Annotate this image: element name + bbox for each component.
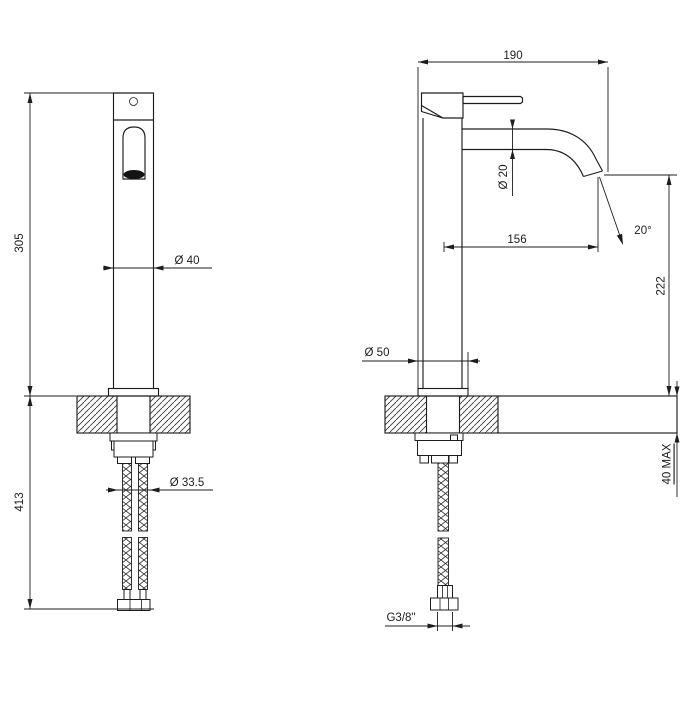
- side-hose-lower: [437, 537, 449, 586]
- front-spout-slot: [122, 126, 146, 180]
- front-hose-union-left: [117, 456, 132, 464]
- side-mounting-nut: [417, 440, 462, 456]
- front-dimensions: 305 413 Ø 40 Ø 33.5: [14, 92, 213, 610]
- dim-label-deck-40max: 40 MAX: [662, 443, 674, 484]
- front-countertop-hatch-right: [150, 396, 190, 433]
- front-body-outline: [112, 92, 155, 389]
- front-hose-union-right: [135, 456, 150, 464]
- side-hose-upper: [437, 462, 449, 532]
- front-spout-outlet-icon: [123, 170, 145, 179]
- front-view: 305 413 Ø 40 Ø 33.5: [14, 92, 213, 611]
- front-hose-nuts: [117, 599, 151, 611]
- side-mounting-hardware: [414, 432, 464, 464]
- side-base-flange: [417, 387, 469, 397]
- side-hose-stem: [437, 585, 453, 599]
- side-spout-outline: [462, 128, 604, 178]
- front-dimension-lines: [24, 92, 213, 610]
- dim-label-below-413: 413: [14, 492, 26, 511]
- side-cartridge-housing: [420, 92, 464, 119]
- side-lever-handle: [462, 95, 524, 105]
- front-countertop: [76, 395, 191, 434]
- dim-label-height-222: 222: [656, 276, 668, 295]
- front-handle-pin-icon: [129, 97, 138, 106]
- front-countertop-hatch-left: [77, 396, 117, 433]
- front-mounting-hardware: [109, 432, 158, 464]
- side-dimension-lines: [362, 61, 678, 631]
- front-dimension-arrows: [27, 93, 164, 609]
- side-countertop-outline: [384, 395, 678, 434]
- dim-label-shank-d33-5: Ø 33.5: [170, 477, 205, 489]
- front-shank-edges: [116, 396, 151, 433]
- side-hose-stem-facets: [442, 585, 448, 598]
- side-hose-nut-facets: [439, 598, 449, 610]
- side-countertop-hatch-left: [385, 396, 427, 433]
- side-countertop: [384, 395, 678, 434]
- side-body-edges: [422, 118, 463, 389]
- dim-label-spout-d20: Ø 20: [498, 165, 510, 190]
- dim-label-base-d50: Ø 50: [365, 347, 390, 359]
- front-base-flange: [107, 387, 160, 397]
- dim-label-projection-156: 156: [507, 234, 526, 246]
- side-faucet-body: [417, 92, 604, 397]
- side-union-right: [448, 455, 458, 464]
- dim-label-body-d40: Ø 40: [175, 255, 200, 267]
- front-hose-right-upper: [138, 463, 148, 532]
- front-hose-stem-left: [123, 589, 131, 600]
- side-union-center: [431, 455, 449, 464]
- front-faucet-body: [107, 92, 160, 397]
- dim-label-depth-190: 190: [503, 50, 522, 62]
- side-plate-detail: [450, 434, 458, 441]
- front-washer-plate: [109, 432, 158, 442]
- dim-label-flow-angle-20: 20°: [634, 225, 651, 237]
- front-hose-right-lower: [138, 537, 148, 590]
- side-shank-edges: [425, 396, 499, 433]
- side-union-left: [419, 455, 429, 464]
- front-flex-hoses: [117, 463, 151, 611]
- side-hose-nut: [430, 597, 459, 611]
- front-mounting-nut: [113, 440, 154, 458]
- front-hose-stem-right: [139, 589, 147, 600]
- side-flex-hose: [430, 462, 459, 611]
- front-hose-left-upper: [122, 463, 132, 532]
- dim-label-thread-g38: G3/8": [386, 612, 415, 624]
- dim-label-height-305: 305: [14, 233, 26, 252]
- side-countertop-hatch-right: [459, 396, 498, 433]
- side-view: 190 Ø 20 156 20° 222 Ø 50 40 MAX G3/8": [362, 50, 680, 631]
- side-dimensions: 190 Ø 20 156 20° 222 Ø 50 40 MAX G3/8": [362, 50, 680, 631]
- front-hose-left-lower: [122, 537, 132, 590]
